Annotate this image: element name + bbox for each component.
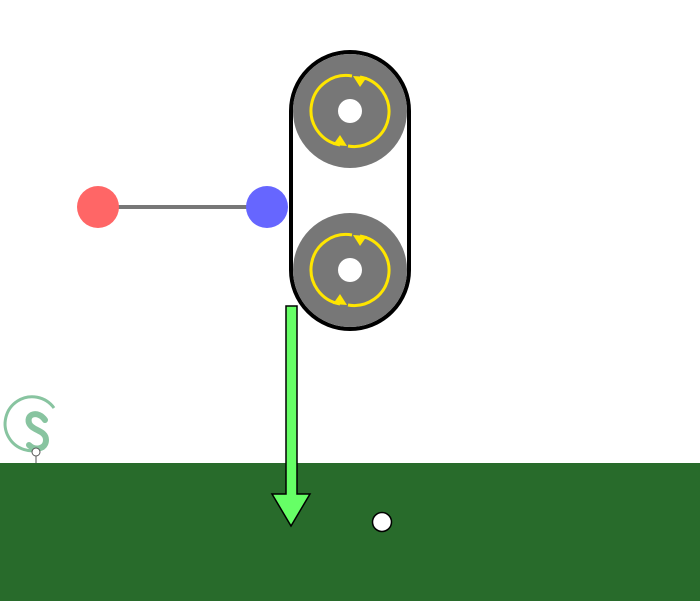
top-pulley[interactable] [293,54,407,168]
rotation-arrows-icon [309,233,391,307]
top-pulley-hub [338,99,362,123]
s-swirl-logo-icon [3,395,56,463]
rotation-arrows-icon [309,74,391,148]
white-ball[interactable] [371,511,393,533]
blue-ball[interactable] [246,186,288,228]
conveyor-belt[interactable] [289,50,411,331]
ground [0,463,700,601]
bottom-pulley-hub [338,258,362,282]
bottom-pulley[interactable] [293,213,407,327]
gravity-arrow[interactable] [270,305,312,528]
red-ball[interactable] [77,186,119,228]
gravity-arrow-down-icon [270,305,312,528]
dumbbell[interactable] [77,186,288,228]
